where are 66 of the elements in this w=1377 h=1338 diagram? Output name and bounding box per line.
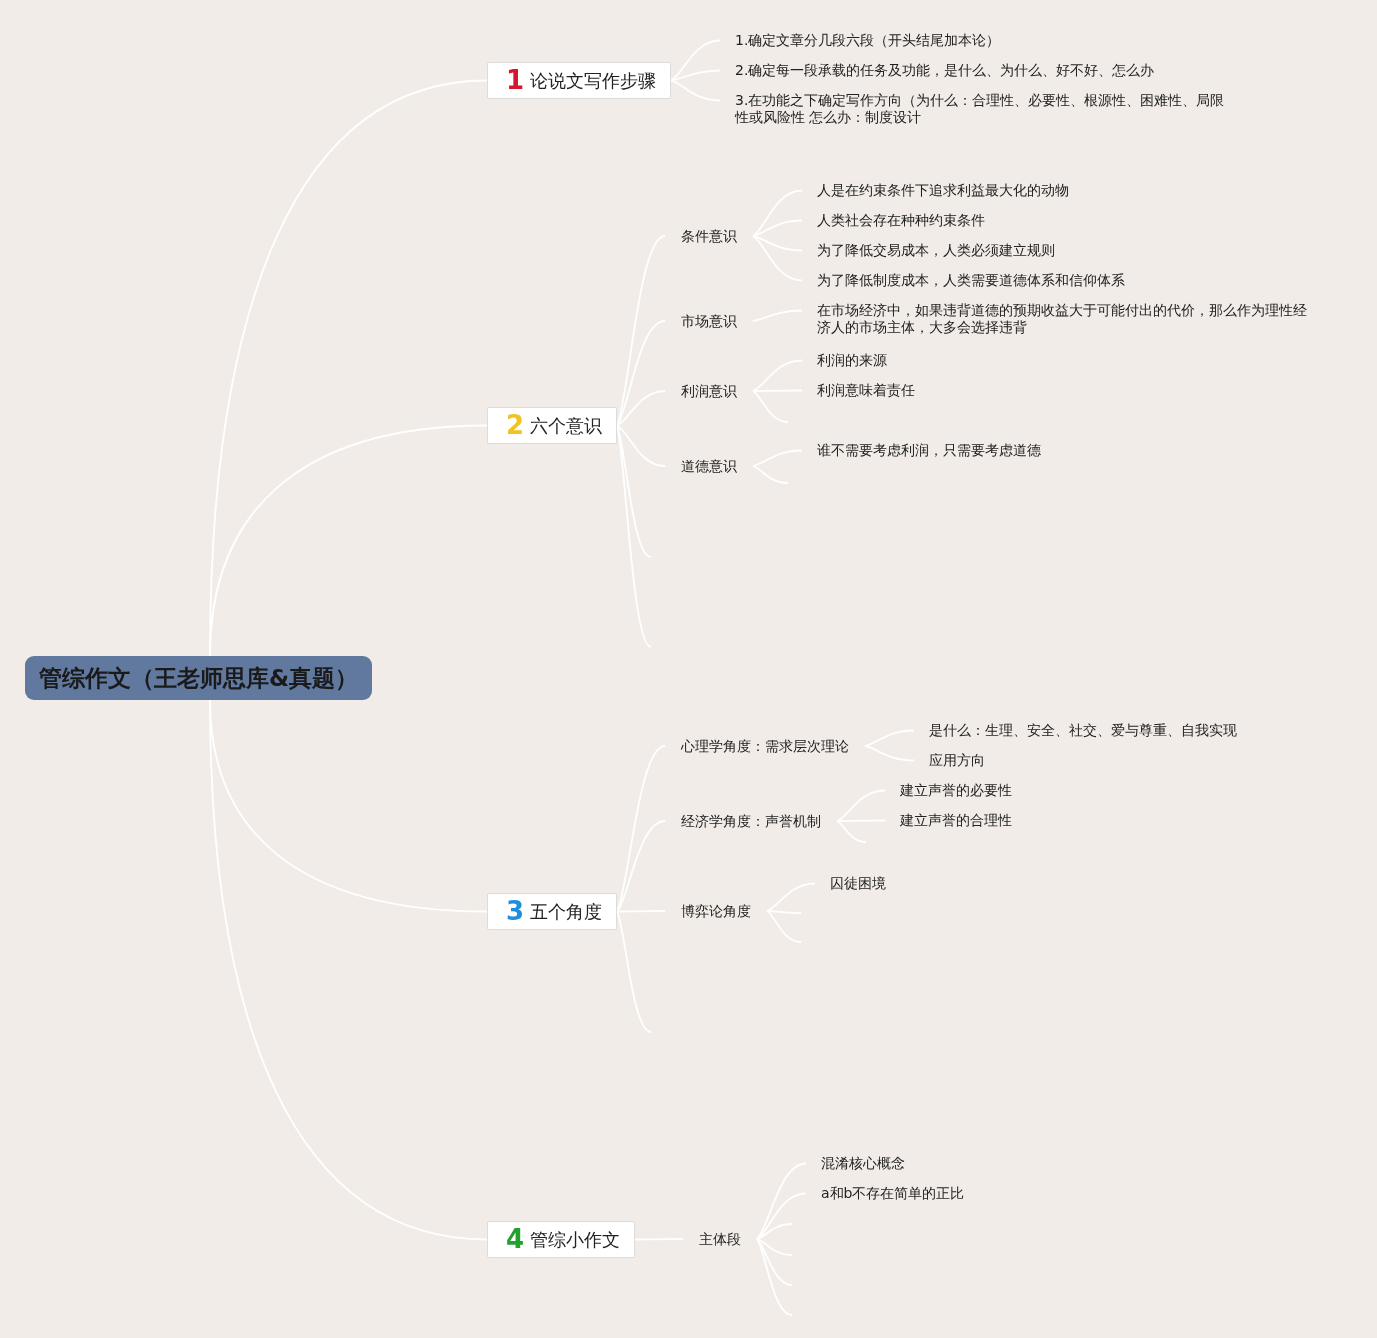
branch-line xyxy=(752,219,803,237)
note-text: 建立声誉的必要性 xyxy=(885,782,1012,799)
note-text: 利润的来源 xyxy=(802,352,887,369)
note-text: 2.确定每一段承载的任务及功能，是什么、为什么、好不好、怎么办 xyxy=(720,62,1155,79)
note-text: 在市场经济中，如果违背道德的预期收益大于可能付出的代价，那么作为理性经济人的市场主体，大多会选择违背 xyxy=(802,302,1309,336)
branch-line xyxy=(864,745,915,762)
topic-label: 六个意识 xyxy=(530,415,603,436)
subtopic-text: 经济学角度：声誉机制 xyxy=(665,811,837,831)
branch-line xyxy=(756,1223,793,1240)
topic-box xyxy=(487,62,672,99)
branch-line xyxy=(756,1162,807,1240)
branch-line xyxy=(752,235,803,282)
note-text: 是什么：生理、安全、社交、爱与尊重、自我实现 xyxy=(914,722,1237,739)
branch-line xyxy=(752,449,803,467)
branch-line xyxy=(766,910,802,943)
note-text: 建立声誉的合理性 xyxy=(885,812,1012,829)
branch-line xyxy=(752,465,789,484)
branch-line xyxy=(752,359,803,392)
branch-line xyxy=(616,910,652,1033)
subtopic-text: 主体段 xyxy=(683,1229,757,1249)
topic-number: 2 xyxy=(506,410,525,440)
branch-line xyxy=(752,390,789,423)
topic-label: 五个角度 xyxy=(530,901,603,922)
note-text: 混淆核心概念 xyxy=(806,1155,905,1172)
topic-box xyxy=(487,1221,636,1258)
branch-line xyxy=(670,39,721,82)
note-text: 谁不需要考虑利润，只需要考虑道德 xyxy=(802,442,1041,459)
note-text: 应用方向 xyxy=(914,752,985,769)
branch-line xyxy=(752,309,803,322)
subtopic-text: 市场意识 xyxy=(665,311,753,331)
note-text: 为了降低制度成本，人类需要道德体系和信仰体系 xyxy=(802,272,1125,289)
branch-line xyxy=(836,789,886,822)
note-text: 囚徒困境 xyxy=(815,875,886,892)
topic-number: 3 xyxy=(506,896,525,926)
subtopic-text: 博弈论角度 xyxy=(665,901,767,921)
note-text: 人类社会存在种种约束条件 xyxy=(802,212,985,229)
subtopic-text: 条件意识 xyxy=(665,226,753,246)
note-text: 为了降低交易成本，人类必须建立规则 xyxy=(802,242,1055,259)
branch-line xyxy=(766,882,816,912)
topic-label: 管综小作文 xyxy=(530,1229,621,1250)
central-topic-box: 管综作文（王老师思库&真题） xyxy=(25,656,373,700)
topic-box xyxy=(487,893,618,930)
note-text: 1.确定文章分几段六段（开头结尾加本论） xyxy=(720,32,1001,49)
topic-label: 论说文写作步骤 xyxy=(530,70,657,91)
subtopic-text: 心理学角度：需求层次理论 xyxy=(665,736,865,756)
branch-line xyxy=(616,820,666,913)
branch-line xyxy=(616,424,666,467)
branch-line xyxy=(670,79,721,102)
note-text: 利润意味着责任 xyxy=(802,382,915,399)
branch-line xyxy=(756,1238,793,1286)
branch-line xyxy=(752,235,803,252)
topic-number: 1 xyxy=(506,65,525,95)
branch-line xyxy=(836,820,867,843)
branch-line xyxy=(670,69,721,82)
subtopic-text: 道德意识 xyxy=(665,456,753,476)
branch-line xyxy=(752,189,803,237)
branch-line xyxy=(756,1238,793,1256)
branch-line xyxy=(864,729,915,747)
note-text: 人是在约束条件下追求利益最大化的动物 xyxy=(802,182,1069,199)
subtopic-text: 利润意识 xyxy=(665,381,753,401)
branch-line xyxy=(616,390,666,427)
branch-line xyxy=(756,1238,793,1316)
topic-number: 4 xyxy=(506,1224,525,1254)
note-text: a和b不存在简单的正比 xyxy=(806,1185,965,1202)
note-text: 3.在功能之下确定写作方向（为什么：合理性、必要性、根源性、困难性、局限性或风险性 怎么办：制度设计 xyxy=(720,92,1225,126)
topic-box xyxy=(487,407,618,444)
